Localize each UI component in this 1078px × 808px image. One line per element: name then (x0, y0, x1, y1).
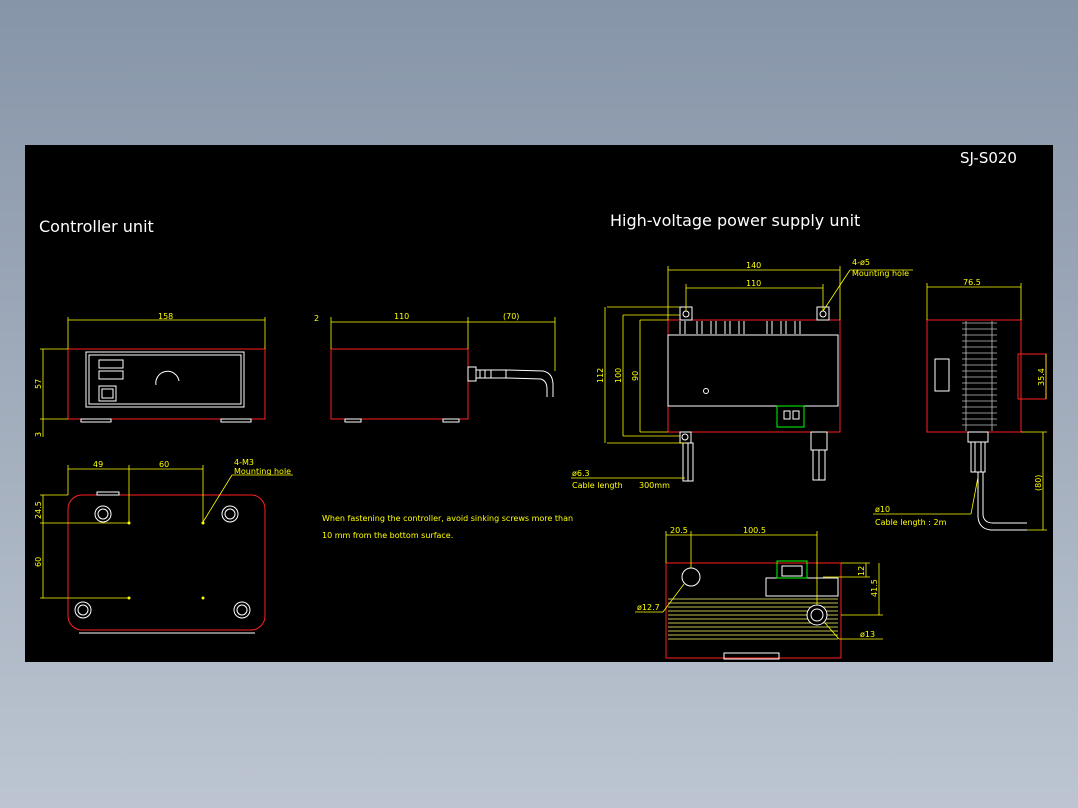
hv-side-cable-dim: (80) (1034, 475, 1043, 491)
hv-front-cable-dia: ø6.3 (572, 469, 590, 478)
hv-front-view: 140 110 112 100 90 4-ø5 Mounting hole ø6… (571, 258, 913, 490)
fastening-note-line1: When fastening the controller, avoid sin… (322, 514, 573, 523)
controller-holes-sub: Mounting hole (234, 467, 291, 476)
hv-bottom-hole-b: ø13 (860, 630, 875, 639)
hv-bottom-hole-a: ø12.7 (637, 603, 660, 612)
controller-bottom-dim-24-5: 24.5 (34, 501, 43, 519)
controller-depth-dim: 110 (394, 312, 409, 321)
hv-side-cable-len: Cable length : 2m (875, 518, 947, 527)
hv-holes-label: 4-ø5 (852, 258, 870, 267)
hv-bottom-dim-12: 12 (857, 566, 866, 576)
hv-front-width-dim: 140 (746, 261, 761, 270)
hv-side-boss-dim: 35.4 (1037, 368, 1046, 386)
hv-height-90-dim: 90 (631, 371, 640, 381)
controller-bottom-dim-60h: 60 (159, 460, 169, 469)
hv-bottom-dim-41-5: 41.5 (870, 579, 879, 597)
drawing-id: SJ-S020 (960, 149, 1017, 167)
hv-bottom-dim-100-5: 100.5 (743, 526, 766, 535)
controller-foot-dim: 3 (34, 432, 43, 437)
controller-front-view: 158 57 3 (34, 312, 266, 437)
cad-drawing: SJ-S020 Controller unit High-voltage pow… (34, 149, 1047, 660)
hv-front-cable-len-label: Cable length (572, 481, 623, 490)
hv-front-cable-len: 300mm (639, 481, 670, 490)
hv-hole-pitch-dim: 110 (746, 279, 761, 288)
controller-height-dim: 57 (34, 379, 43, 389)
hv-height-100-dim: 100 (614, 368, 623, 383)
hv-unit-title: High-voltage power supply unit (610, 211, 860, 230)
controller-width-dim: 158 (158, 312, 173, 321)
controller-lip-dim: 2 (314, 314, 319, 323)
controller-bottom-view: 49 60 24.5 60 4-M3 Mounting hole (34, 458, 293, 634)
controller-bottom-dim-49: 49 (93, 460, 103, 469)
fastening-note-line2: 10 mm from the bottom surface. (322, 531, 453, 540)
controller-bottom-dim-60v: 60 (34, 557, 43, 567)
hv-bottom-view: 20.5 100.5 12 41.5 ø12.7 ø13 (635, 526, 883, 660)
hv-bottom-dim-20-5: 20.5 (670, 526, 688, 535)
cad-drawing-canvas: SJ-S020 Controller unit High-voltage pow… (25, 145, 1053, 662)
controller-cable-dim: (70) (503, 312, 519, 321)
controller-holes-label: 4-M3 (234, 458, 254, 467)
controller-unit-title: Controller unit (39, 217, 154, 236)
hv-side-view: 76.5 35.4 (80) ø10 Cable length : 2m (873, 278, 1047, 531)
controller-side-view: 2 110 (70) (314, 312, 556, 423)
hv-height-112-dim: 112 (596, 368, 605, 383)
hv-side-cable-dia: ø10 (875, 505, 890, 514)
hv-side-width-dim: 76.5 (963, 278, 981, 287)
hv-holes-sub: Mounting hole (852, 269, 909, 278)
